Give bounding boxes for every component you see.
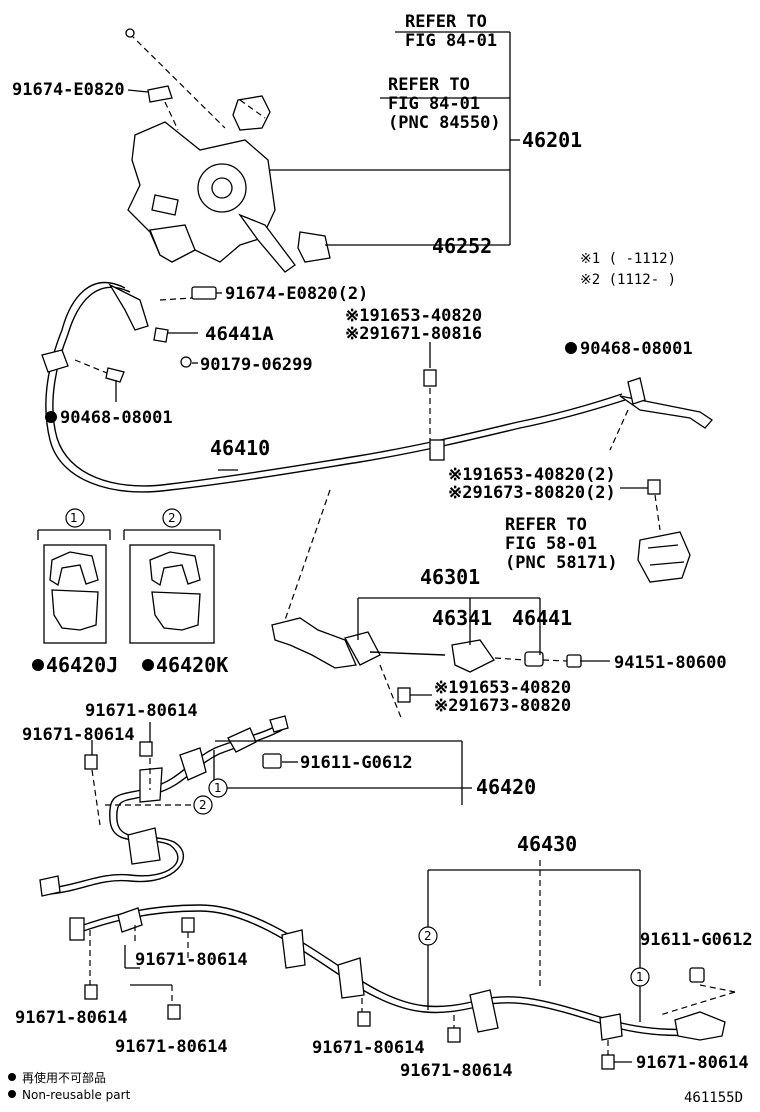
svg-text:(PNC 84550): (PNC 84550) — [388, 113, 501, 133]
refer-line: REFER TO — [405, 12, 487, 32]
bolt-91611-a — [262, 753, 282, 769]
nut-46441a — [153, 327, 169, 343]
figure-id: 461155D — [684, 1090, 743, 1106]
part-number-46441: 46441 — [512, 606, 572, 630]
rear-fasteners-46430 — [84, 860, 736, 1070]
part-number-46420j: 46420J — [46, 653, 118, 677]
variant-inset-2 — [123, 508, 221, 644]
part-number-91671-80614: 91671-80614 — [400, 1061, 513, 1081]
part-number-46201: 46201 — [522, 128, 582, 152]
part-number-91653-40820: ※191653-40820 — [345, 306, 482, 326]
equalizer-46301 — [271, 489, 610, 721]
group-marker-label-2: 2 — [199, 798, 207, 812]
refer-line: FIG 84-01 — [405, 31, 497, 51]
part-number-91671-80614: 91671-80614 — [85, 701, 198, 721]
fastener-lines-46410 — [74, 327, 629, 471]
nut-90179 — [180, 356, 192, 368]
rear-cable-46420 — [39, 715, 289, 897]
clip-icon — [125, 28, 135, 38]
non-reusable-dot-icon — [565, 342, 577, 354]
group-marker-label-1: 1 — [636, 970, 644, 984]
group-marker-1 — [630, 967, 650, 987]
refer-line: (PNC 84550) — [388, 113, 501, 133]
group-marker-2 — [193, 795, 213, 815]
refer-line: REFER TO — [505, 515, 587, 535]
non-reusable-dot-icon — [32, 659, 44, 671]
part-number-46441a: 46441A — [205, 323, 274, 345]
part-number-46410: 46410 — [210, 436, 270, 460]
non-reusable-dot-icon — [45, 411, 57, 423]
cable-clamp — [429, 439, 445, 461]
svg-text:FIG 58-01: FIG 58-01 — [505, 534, 597, 554]
bolt-91611-b — [689, 967, 705, 983]
part-number-46420: 46420 — [476, 775, 536, 799]
part-labels: REFER TO FIG 84-01 REFER TO FIG 84-01 (P… — [12, 12, 753, 1081]
svg-text:REFER TO: REFER TO — [405, 12, 487, 32]
legend-text-en: Non-reusable part — [22, 1088, 131, 1102]
part-number-94151-80600: 94151-80600 — [614, 653, 727, 673]
legend: 再使用不可部品 Non-reusable part 461155D — [8, 1070, 743, 1106]
part-number-90468-08001: 90468-08001 — [580, 339, 693, 359]
part-number-91653-40820-2: ※191653-40820(2) — [448, 465, 616, 485]
bolt-91674 — [191, 286, 217, 300]
svg-text:REFER TO: REFER TO — [505, 515, 587, 535]
group-marker-label-1: 1 — [214, 781, 222, 795]
part-number-91671-80614: 91671-80614 — [636, 1053, 749, 1073]
svg-text:FIG 84-01: FIG 84-01 — [388, 94, 480, 114]
refer-line: (PNC 58171) — [505, 553, 618, 573]
part-number-91671-80816: ※291671-80816 — [345, 324, 482, 344]
part-number-91673-80820: ※291673-80820 — [434, 696, 571, 716]
group-marker-label-2: 2 — [424, 929, 432, 943]
part-number-91671-80614: 91671-80614 — [115, 1037, 228, 1057]
variant-note-1: ※1 ( -1112) — [580, 251, 676, 267]
part-number-90179-06299: 90179-06299 — [200, 355, 313, 375]
part-number-46252: 46252 — [432, 234, 492, 258]
refer-line: FIG 58-01 — [505, 534, 597, 554]
bolt-91653-b — [647, 479, 661, 495]
group-marker-2 — [418, 926, 438, 946]
non-reusable-dot-icon — [8, 1090, 16, 1098]
part-number-91611-g0612: 91611-G0612 — [300, 753, 413, 773]
part-number-91611-g0612: 91611-G0612 — [640, 930, 753, 950]
refer-line: FIG 84-01 — [388, 94, 480, 114]
part-number-46420k: 46420K — [156, 653, 228, 677]
rear-cable-46430 — [69, 904, 726, 1041]
variant-note-2: ※2 (1112- ) — [580, 272, 676, 288]
legend-text-jp: 再使用不可部品 — [22, 1070, 106, 1085]
part-number-91673-80820-2: ※291673-80820(2) — [448, 483, 616, 503]
variant-inset-1 — [37, 508, 111, 644]
top-leader-lines — [127, 31, 520, 301]
part-number-91671-80614: 91671-80614 — [22, 725, 135, 745]
bolt-91653-c — [397, 687, 411, 703]
svg-text:(PNC 58171): (PNC 58171) — [505, 553, 618, 573]
front-cable-46410 — [41, 281, 713, 493]
part-number-91671-80614: 91671-80614 — [312, 1038, 425, 1058]
group-marker-1 — [208, 778, 228, 798]
parking-brake-lever-assembly — [127, 85, 331, 273]
part-number-91674-e0820-2: 91674-E0820(2) — [225, 284, 368, 304]
part-number-91674-e0820: 91674-E0820 — [12, 80, 125, 100]
non-reusable-dot-icon — [8, 1073, 16, 1081]
part-number-91653-40820: ※191653-40820 — [434, 678, 571, 698]
inset-marker-2: 2 — [168, 511, 176, 525]
part-number-90468-08001: 90468-08001 — [60, 408, 173, 428]
bolt-91653-a — [423, 369, 437, 387]
part-number-46341: 46341 — [432, 606, 492, 630]
part-number-46430: 46430 — [517, 832, 577, 856]
svg-text:FIG 84-01: FIG 84-01 — [405, 31, 497, 51]
non-reusable-dot-icon — [142, 659, 154, 671]
refer-line: REFER TO — [388, 75, 470, 95]
svg-text:REFER TO: REFER TO — [388, 75, 470, 95]
part-number-46301: 46301 — [420, 565, 480, 589]
part-number-91671-80614: 91671-80614 — [135, 950, 248, 970]
part-number-91671-80614: 91671-80614 — [15, 1008, 128, 1028]
inset-marker-1: 1 — [70, 511, 78, 525]
rear-fasteners-46420 — [84, 722, 472, 826]
boot-58171 — [620, 479, 691, 583]
